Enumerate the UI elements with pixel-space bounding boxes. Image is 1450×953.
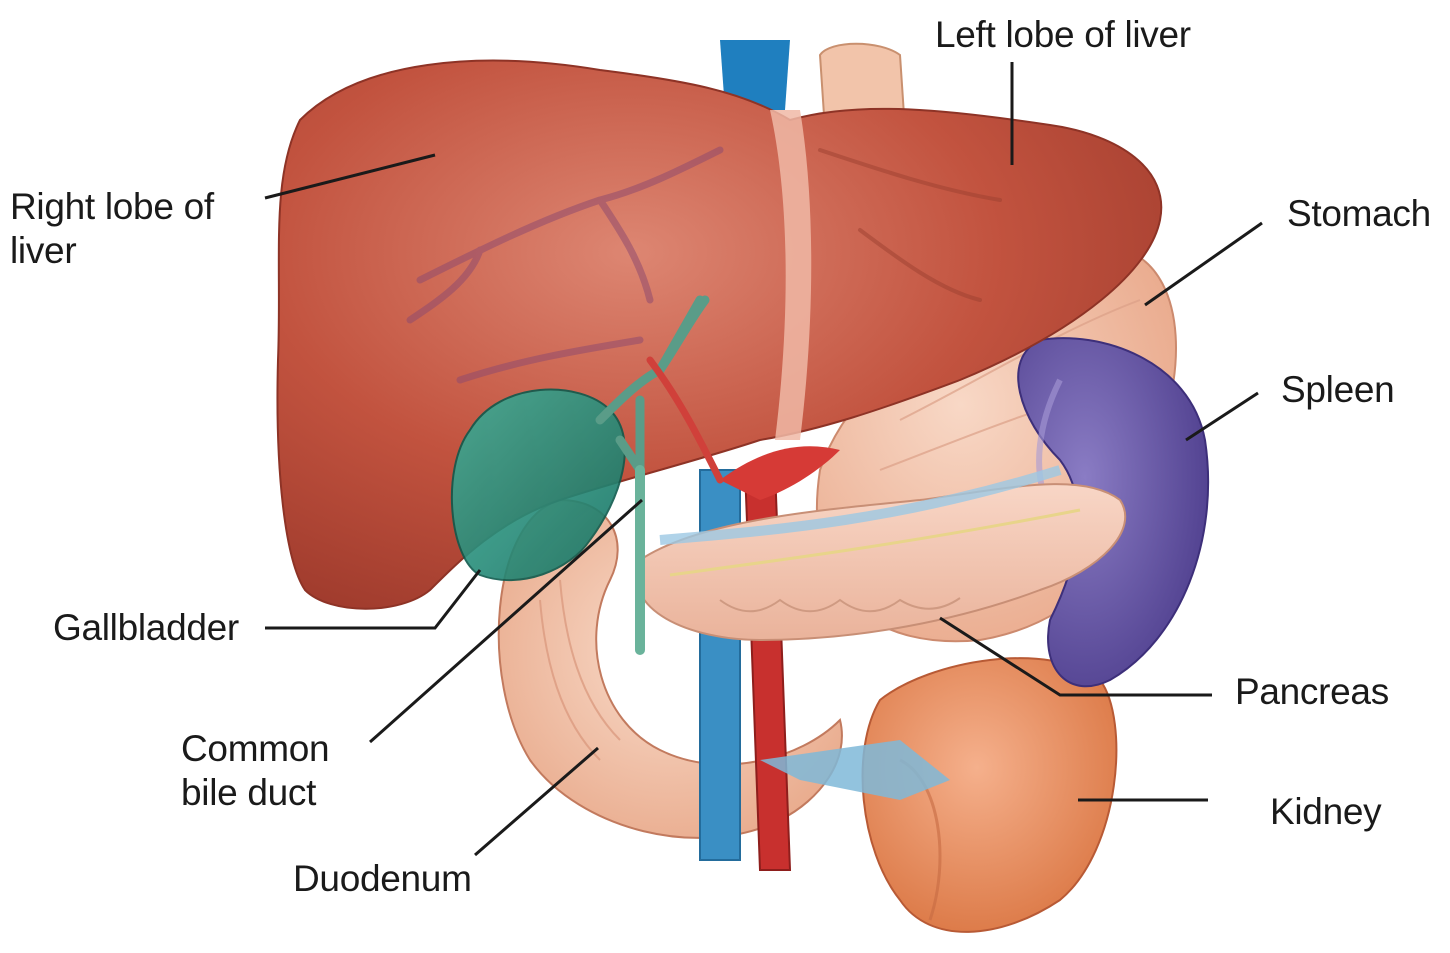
label-gallbladder: Gallbladder (53, 606, 239, 650)
label-common-bile-line1: Common (181, 727, 329, 771)
label-stomach-text: Stomach (1287, 192, 1431, 236)
leader-stomach (1145, 223, 1262, 305)
label-common-bile-line2: bile duct (181, 771, 329, 815)
label-left-lobe-text: Left lobe of liver (935, 13, 1191, 57)
label-right-lobe-line2: liver (10, 229, 214, 273)
label-duodenum-text: Duodenum (293, 857, 472, 901)
label-pancreas: Pancreas (1235, 670, 1389, 714)
label-gallbladder-text: Gallbladder (53, 606, 239, 650)
label-kidney-text: Kidney (1270, 790, 1381, 834)
label-common-bile-duct: Common bile duct (181, 727, 329, 815)
label-right-lobe-line1: Right lobe of (10, 185, 214, 229)
label-kidney: Kidney (1270, 790, 1381, 834)
label-duodenum: Duodenum (293, 857, 472, 901)
label-right-lobe-of-liver: Right lobe of liver (10, 185, 214, 273)
label-spleen-text: Spleen (1281, 368, 1394, 412)
label-left-lobe-of-liver: Left lobe of liver (935, 13, 1191, 57)
label-stomach: Stomach (1287, 192, 1431, 236)
label-pancreas-text: Pancreas (1235, 670, 1389, 714)
label-spleen: Spleen (1281, 368, 1394, 412)
